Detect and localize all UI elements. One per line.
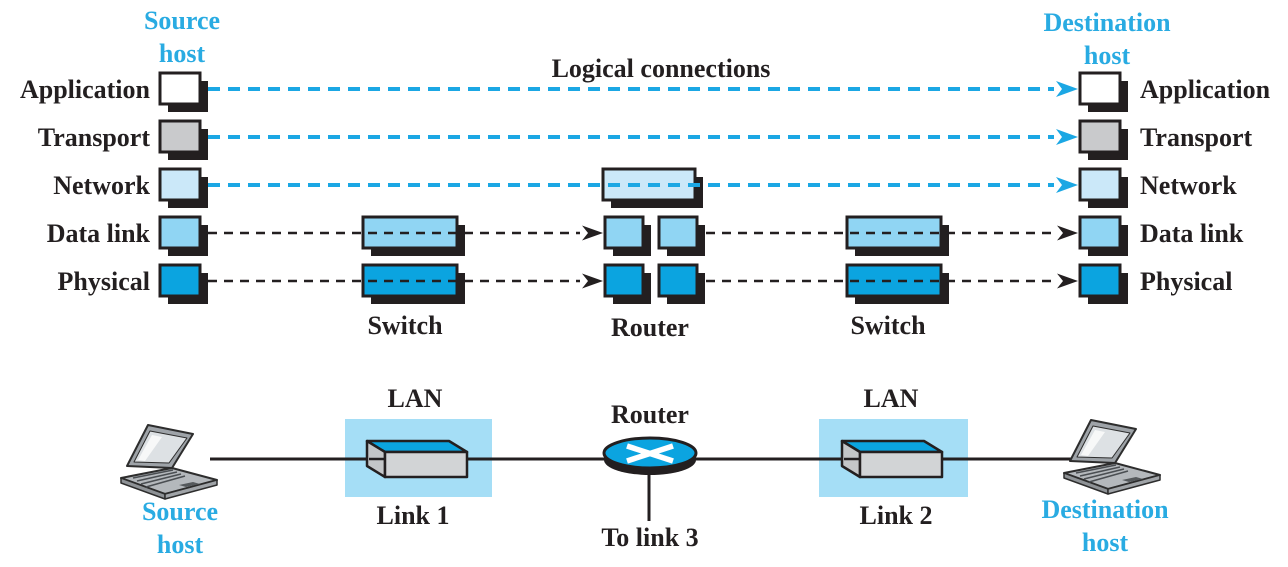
layer-label-right-datalink: Data link (1140, 219, 1244, 248)
layer-label-left-physical: Physical (57, 267, 150, 296)
arrowheads (582, 81, 1078, 289)
arrow-router-datalink-icon (582, 225, 603, 241)
box-switch-left-datalink (361, 215, 465, 256)
lan-right-label: LAN (863, 384, 919, 413)
to-link3-label: To link 3 (601, 523, 699, 552)
box-switch-right-datalink (845, 215, 949, 256)
box-source-transport (158, 119, 208, 160)
switch-right-stack (845, 215, 949, 304)
box-destination-physical (1078, 263, 1128, 304)
arrow-network-icon (1056, 177, 1078, 193)
layer-label-right-network: Network (1140, 171, 1237, 200)
destination-protocol-stack (1078, 71, 1128, 304)
router-x-icon (626, 443, 674, 464)
box-destination-application (1078, 71, 1128, 112)
switch-left-device (365, 439, 469, 479)
layer-label-right-transport: Transport (1140, 123, 1253, 152)
layer-label-right-application: Application (1140, 75, 1271, 104)
logical-connection-lines (208, 87, 1058, 283)
destination-host-label-bottom: Destination host (1041, 495, 1169, 557)
arrow-destination-datalink-icon (1057, 225, 1078, 241)
box-source-network (158, 167, 208, 208)
box-source-datalink (158, 215, 208, 256)
box-source-application (158, 71, 208, 112)
box-switch-left-physical (361, 263, 465, 304)
router-label-top: Router (611, 313, 689, 342)
switch-right-label: Switch (850, 311, 926, 340)
lan-left-label: LAN (387, 384, 443, 413)
box-switch-right-physical (845, 263, 949, 304)
router-device (602, 436, 698, 475)
link1-label: Link 1 (376, 501, 450, 530)
box-router-physical-out (657, 263, 705, 304)
destination-host-label-top: Destination host (1043, 8, 1171, 70)
source-protocol-stack (158, 71, 208, 304)
box-destination-network (1078, 167, 1128, 208)
logical-connections-title: Logical connections (551, 54, 771, 83)
layer-label-right-physical: Physical (1140, 267, 1233, 296)
source-host-label-top: Source host (143, 6, 221, 68)
box-router-datalink-out (657, 215, 705, 256)
box-destination-datalink (1078, 215, 1128, 256)
destination-laptop-icon (1063, 419, 1161, 495)
layer-label-left-datalink: Data link (46, 219, 150, 248)
link2-label: Link 2 (859, 501, 933, 530)
router-stack (601, 167, 705, 304)
box-router-network (601, 167, 703, 208)
layer-label-left-application: Application (19, 75, 150, 104)
arrow-transport-icon (1056, 129, 1078, 145)
box-router-datalink-in (603, 215, 651, 256)
switch-left-stack (361, 215, 465, 304)
layer-label-left-network: Network (53, 171, 150, 200)
arrow-destination-physical-icon (1057, 273, 1078, 289)
switch-right-device (840, 439, 944, 479)
source-laptop-icon (120, 424, 218, 500)
arrow-application-icon (1056, 81, 1078, 97)
box-source-physical (158, 263, 208, 304)
router-label-bottom: Router (611, 400, 689, 429)
source-host-label-bottom: Source host (141, 497, 219, 559)
layer-label-left-transport: Transport (37, 123, 150, 152)
arrow-router-physical-icon (582, 273, 603, 289)
box-destination-transport (1078, 119, 1128, 160)
box-router-physical-in (603, 263, 651, 304)
switch-left-label: Switch (367, 311, 443, 340)
